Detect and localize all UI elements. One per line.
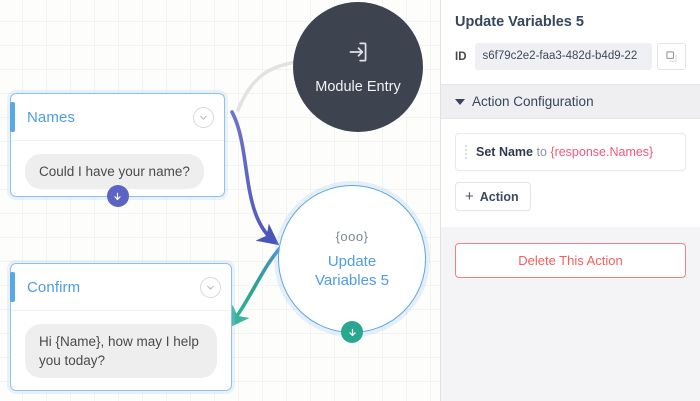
id-input[interactable]: s6f79c2e2-faa3-482d-b4d9-22 [474,43,652,70]
plus-icon: + [465,188,474,205]
add-action-label: Action [479,189,519,204]
arrow-down-icon [114,192,121,200]
id-row: ID s6f79c2e2-faa3-482d-b4d9-22 [455,43,686,70]
delete-action-wrap: Delete This Action [441,227,700,278]
node-out-badge[interactable] [341,321,363,343]
action-value[interactable]: {response.Names} [550,145,654,159]
node-header: Confirm [11,264,231,311]
node-header: Names [11,94,224,141]
action-text: Set Name to {response.Names} [476,145,654,159]
action-variable[interactable]: Name [498,145,533,159]
node-body: Could I have your name? [11,141,224,205]
chevron-down-icon[interactable] [193,106,214,128]
action-verb: Set [476,145,496,159]
delete-action-button[interactable]: Delete This Action [455,243,686,278]
edge-names-to-update [230,110,280,246]
message-bubble: Could I have your name? [25,154,204,189]
drag-handle-icon[interactable] [464,144,468,160]
variables-glyph-icon: {ooo} [335,228,369,244]
copy-icon[interactable] [657,43,686,70]
flow-canvas[interactable]: Module Entry {ooo} Update Variables 5 Na… [0,0,440,401]
module-entry-arrow-icon [345,39,371,70]
node-label: Update Variables 5 [315,252,389,290]
panel-header: Update Variables 5 ID s6f79c2e2-faa3-482… [441,0,700,84]
caret-down-icon [455,98,465,105]
node-update-variables[interactable]: {ooo} Update Variables 5 [278,185,426,343]
node-body: Hi {Name}, how may I help you today? [11,311,231,394]
action-preposition: to [536,145,547,159]
node-accent-bar [10,272,15,302]
node-out-badge[interactable] [106,185,129,207]
edge-entry-to-names [236,60,299,112]
edge-update-to-confirm [227,245,283,329]
add-action-button[interactable]: + Action [455,182,531,211]
node-label: Module Entry [315,79,401,95]
node-label-line1: Update [327,252,377,270]
arrow-down-icon [348,328,356,336]
node-title: Names [27,108,76,126]
action-configuration-body: Set Name to {response.Names} + Action [441,119,700,227]
id-label: ID [455,50,467,63]
properties-panel: Update Variables 5 ID s6f79c2e2-faa3-482… [440,0,700,401]
node-title: Confirm [27,278,81,296]
page-title: Update Variables 5 [455,14,584,30]
node-label-line2: Variables 5 [315,271,389,289]
node-names[interactable]: Names Could I have your name? [10,93,225,207]
action-configuration-header[interactable]: Action Configuration [441,84,700,119]
section-title: Action Configuration [472,94,594,109]
message-bubble: Hi {Name}, how may I help you today? [25,324,217,378]
chevron-down-icon[interactable] [200,276,221,298]
node-module-entry[interactable]: Module Entry [293,2,423,132]
node-accent-bar [10,102,15,132]
action-item-set-name[interactable]: Set Name to {response.Names} [455,133,686,171]
node-confirm[interactable]: Confirm Hi {Name}, how may I help you to… [10,263,232,391]
